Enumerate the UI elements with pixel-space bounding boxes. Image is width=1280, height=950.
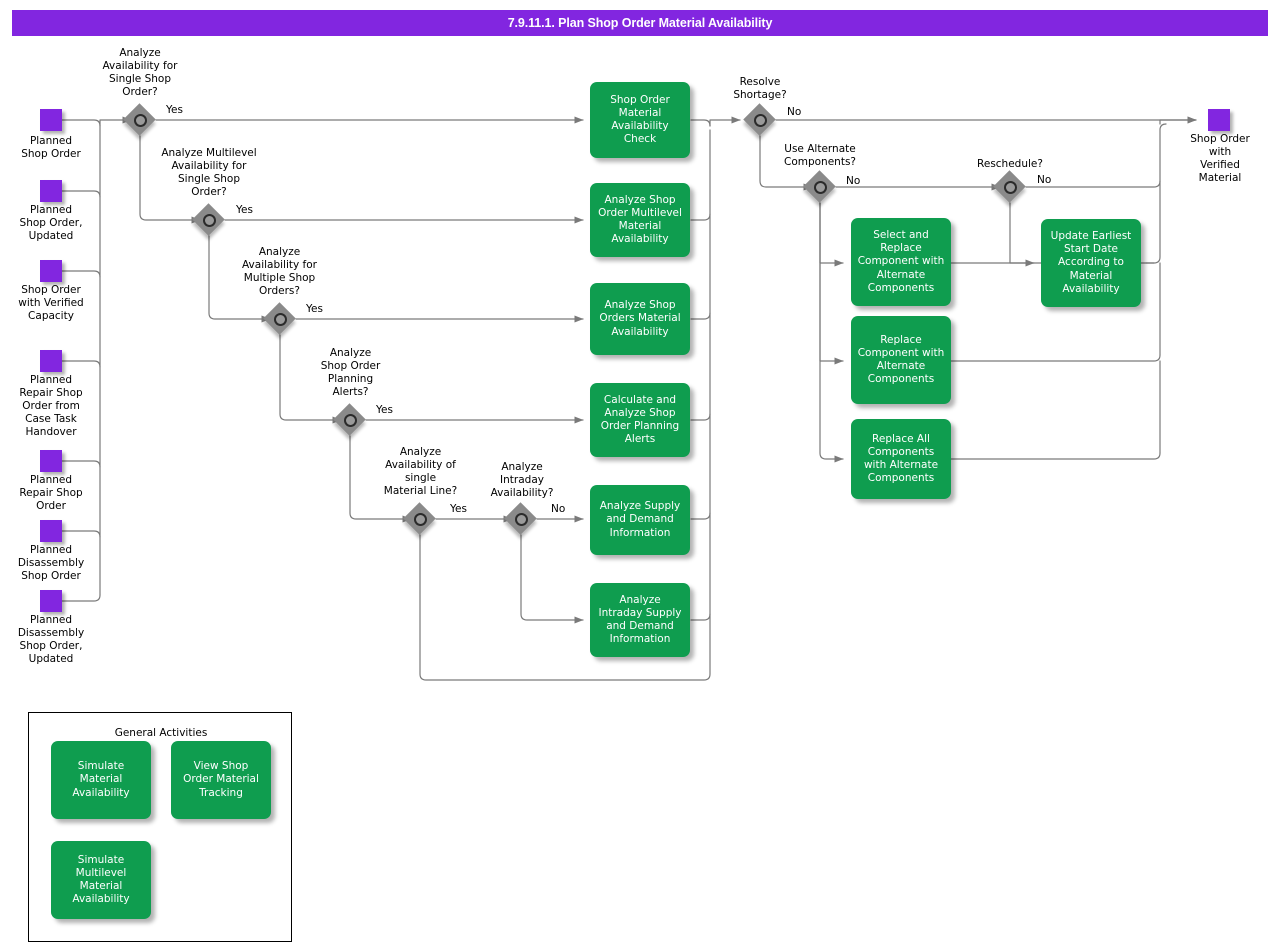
activity-analyze-supply-and-demand-information[interactable]: Analyze Supply and Demand Information <box>590 485 690 555</box>
io-label-planned-repair-shop-order: Planned Repair Shop Order <box>19 474 83 512</box>
decision-analyze-availability-single-material-line[interactable] <box>403 502 436 535</box>
edge-label-d7-no: No <box>787 106 802 118</box>
decision-label-analyze-intraday-availability: Analyze Intraday Availability? <box>490 461 554 499</box>
edge-label-d3-yes: Yes <box>306 303 323 315</box>
general-activities-panel: General Activities Simulate Material Ava… <box>28 712 292 942</box>
decision-ring-icon <box>133 113 147 127</box>
decision-label-analyze-availability-single-shop-order: Analyze Availability for Single Shop Ord… <box>102 47 178 98</box>
activity-update-earliest-start-date-according-to-material-availability[interactable]: Update Earliest Start Date According to … <box>1041 219 1141 307</box>
edge-label-d2-yes: Yes <box>236 204 253 216</box>
io-node-shop-order-verified-capacity[interactable] <box>40 260 62 282</box>
edge-label-d6-no: No <box>551 503 566 515</box>
general-activities-title: General Activities <box>114 727 208 739</box>
edge-label-d9-no: No <box>1037 174 1052 186</box>
activity-calculate-analyze-shop-order-planning-alerts[interactable]: Calculate and Analyze Shop Order Plannin… <box>590 383 690 457</box>
decision-ring-icon <box>413 512 427 526</box>
io-node-shop-order-verified-material[interactable] <box>1208 109 1230 131</box>
io-node-planned-disassembly-shop-order-updated[interactable] <box>40 590 62 612</box>
activity-replace-component-with-alternate-components[interactable]: Replace Component with Alternate Compone… <box>851 316 951 404</box>
decision-label-analyze-availability-multiple-shop-orders: Analyze Availability for Multiple Shop O… <box>241 246 317 297</box>
decision-ring-icon <box>343 413 357 427</box>
decision-ring-icon <box>753 113 767 127</box>
activity-shop-order-material-availability-check[interactable]: Shop Order Material Availability Check <box>590 82 690 158</box>
activity-analyze-shop-orders-material-availability[interactable]: Analyze Shop Orders Material Availabilit… <box>590 283 690 355</box>
decision-ring-icon <box>202 213 216 227</box>
io-node-planned-repair-shop-order[interactable] <box>40 450 62 472</box>
decision-label-analyze-multilevel-availability-single-shop-order: Analyze Multilevel Availability for Sing… <box>161 147 257 198</box>
decision-analyze-shop-order-planning-alerts[interactable] <box>333 403 366 436</box>
io-label-shop-order-verified-capacity: Shop Order with Verified Capacity <box>18 284 84 322</box>
decision-label-reschedule: Reschedule? <box>977 158 1043 170</box>
decision-ring-icon <box>514 512 528 526</box>
activity-analyze-intraday-supply-and-demand-information[interactable]: Analyze Intraday Supply and Demand Infor… <box>590 583 690 657</box>
io-label-planned-disassembly-shop-order: Planned Disassembly Shop Order <box>17 544 85 582</box>
page-title-bar: 7.9.11.1. Plan Shop Order Material Avail… <box>12 10 1268 36</box>
decision-analyze-availability-multiple-shop-orders[interactable] <box>263 302 296 335</box>
io-label-planned-disassembly-shop-order-updated: Planned Disassembly Shop Order, Updated <box>17 614 85 665</box>
decision-resolve-shortage[interactable] <box>743 103 776 136</box>
io-label-planned-shop-order-updated: Planned Shop Order, Updated <box>19 204 83 242</box>
io-label-planned-shop-order: Planned Shop Order <box>21 135 81 160</box>
page-title: 7.9.11.1. Plan Shop Order Material Avail… <box>507 16 773 30</box>
edge-label-d4-yes: Yes <box>376 404 393 416</box>
decision-use-alternate-components[interactable] <box>803 170 836 203</box>
activity-simulate-multilevel-material-availability[interactable]: Simulate Multilevel Material Availabilit… <box>51 841 151 919</box>
activity-replace-all-components-with-alternate-components[interactable]: Replace All Components with Alternate Co… <box>851 419 951 499</box>
decision-ring-icon <box>1003 180 1017 194</box>
io-node-planned-disassembly-shop-order[interactable] <box>40 520 62 542</box>
activity-view-shop-order-material-tracking[interactable]: View Shop Order Material Tracking <box>171 741 271 819</box>
decision-label-analyze-availability-single-material-line: Analyze Availability of single Material … <box>383 446 458 497</box>
io-node-planned-repair-shop-order-case-task[interactable] <box>40 350 62 372</box>
io-label-planned-repair-shop-order-case-task: Planned Repair Shop Order from Case Task… <box>19 374 83 438</box>
edge-label-d1-yes: Yes <box>166 104 183 116</box>
io-node-planned-shop-order-updated[interactable] <box>40 180 62 202</box>
activity-select-and-replace-component-with-alternate-components[interactable]: Select and Replace Component with Altern… <box>851 218 951 306</box>
io-node-planned-shop-order[interactable] <box>40 109 62 131</box>
decision-label-use-alternate-components: Use Alternate Components? <box>783 143 856 168</box>
io-label-shop-order-verified-material: Shop Order with Verified Material <box>1190 133 1250 184</box>
decision-analyze-intraday-availability[interactable] <box>504 502 537 535</box>
decision-analyze-availability-single-shop-order[interactable] <box>123 103 156 136</box>
decision-analyze-multilevel-availability-single-shop-order[interactable] <box>192 203 225 236</box>
decision-label-resolve-shortage: Resolve Shortage? <box>733 76 787 101</box>
decision-label-analyze-shop-order-planning-alerts: Analyze Shop Order Planning Alerts? <box>320 347 381 398</box>
decision-ring-icon <box>813 180 827 194</box>
decision-ring-icon <box>273 312 287 326</box>
decision-reschedule[interactable] <box>993 170 1026 203</box>
edge-label-d8-no: No <box>846 175 861 187</box>
activity-analyze-shop-order-multilevel-material-availability[interactable]: Analyze Shop Order Multilevel Material A… <box>590 183 690 257</box>
edge-label-d5-yes: Yes <box>450 503 467 515</box>
activity-simulate-material-availability[interactable]: Simulate Material Availability <box>51 741 151 819</box>
